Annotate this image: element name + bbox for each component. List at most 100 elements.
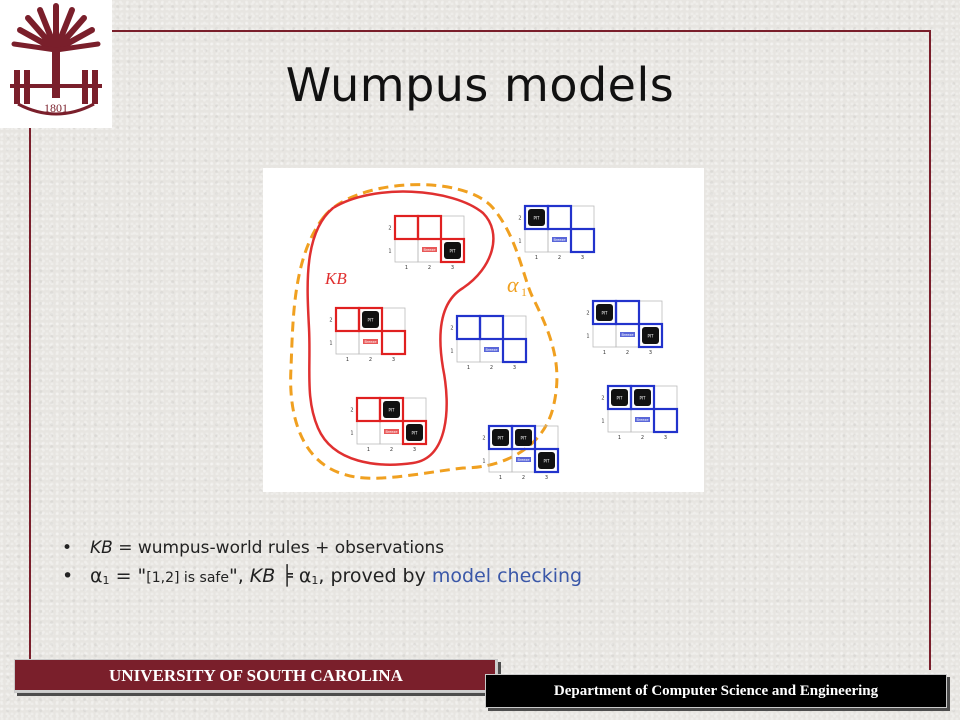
grid-cell	[356, 397, 381, 422]
col-label: 2	[626, 350, 629, 356]
pit-icon	[515, 429, 532, 446]
grid-cell	[653, 408, 678, 433]
breeze-icon	[552, 237, 567, 242]
col-label: 2	[641, 435, 644, 441]
grid-cell	[638, 300, 663, 325]
pit-icon	[634, 389, 651, 406]
breeze-label: Breeze	[423, 248, 435, 252]
grid-cell	[615, 300, 640, 325]
row-label: 1	[601, 419, 604, 425]
pit-icon	[528, 209, 545, 226]
col-label: 1	[535, 255, 538, 261]
row-label: 1	[329, 341, 332, 347]
breeze-icon	[384, 429, 399, 434]
grid-cell	[570, 228, 595, 253]
pit-label: PIT	[497, 436, 504, 441]
row-label: 2	[518, 216, 521, 222]
pit-icon	[406, 424, 423, 441]
kb-definition: = wumpus-world rules + observations	[112, 538, 445, 558]
grid-cell	[456, 338, 481, 363]
row-label: 1	[586, 334, 589, 340]
row-label: 2	[350, 408, 353, 414]
alpha1-region	[289, 183, 559, 480]
frontier-cell	[378, 396, 405, 423]
slide-title: Wumpus models	[285, 58, 675, 112]
frontier-cell	[334, 306, 361, 333]
breeze-label: Breeze	[636, 418, 648, 422]
col-label: 3	[392, 357, 395, 363]
pit-icon	[383, 401, 400, 418]
pit-label: PIT	[601, 311, 608, 316]
grid-cell	[335, 330, 360, 355]
bullet-dot: •	[62, 538, 73, 558]
alpha-symbol-2: α	[298, 565, 312, 587]
pit-label: PIT	[388, 408, 395, 413]
frontier-cell	[355, 396, 382, 423]
grid-cell	[479, 315, 504, 340]
col-label: 3	[581, 255, 584, 261]
breeze-label: Breeze	[517, 458, 529, 462]
frontier-cell	[614, 299, 641, 326]
pit-icon	[611, 389, 628, 406]
col-label: 3	[413, 447, 416, 453]
bullet-alpha1: • α1 = "[1,2] is safe", KB ╞ α1, proved …	[62, 561, 922, 596]
grid-cell	[402, 397, 427, 422]
grid-cell	[547, 205, 572, 230]
pit-label: PIT	[543, 459, 550, 464]
col-label: 1	[467, 365, 470, 371]
col-label: 3	[649, 350, 652, 356]
breeze-label: Breeze	[553, 238, 565, 242]
pit-label: PIT	[533, 216, 540, 221]
department-banner: Department of Computer Science and Engin…	[485, 674, 947, 708]
slide-frame-top	[29, 30, 931, 32]
grid-cell	[653, 385, 678, 410]
kb-region-label: KB	[324, 269, 347, 288]
grid-cell	[502, 338, 527, 363]
bullet-dot: •	[62, 565, 74, 587]
frontier-cell	[637, 322, 664, 349]
col-label: 2	[369, 357, 372, 363]
model-checking-link[interactable]: model checking	[431, 565, 583, 587]
grid-cell	[394, 215, 419, 240]
kb-term: KB	[249, 565, 276, 587]
slide-frame-left	[29, 30, 31, 660]
pit-label: PIT	[367, 318, 374, 323]
frontier-cell	[357, 306, 384, 333]
pit-label: PIT	[520, 436, 527, 441]
slide-frame-right	[929, 30, 931, 670]
grid-cell	[456, 315, 481, 340]
entails-symbol: ╞	[275, 565, 299, 587]
col-label: 2	[522, 475, 525, 481]
bullet-kb: • KB = wumpus-world rules + observations	[62, 535, 922, 561]
breeze-icon	[484, 347, 499, 352]
close-quote: ",	[228, 565, 250, 587]
university-banner: UNIVERSITY OF SOUTH CAROLINA	[14, 659, 498, 693]
grid-cell	[394, 238, 419, 263]
row-label: 2	[388, 226, 391, 232]
grid-cell	[592, 323, 617, 348]
breeze-label: Breeze	[385, 430, 397, 434]
row-label: 2	[450, 326, 453, 332]
row-label: 2	[482, 436, 485, 442]
col-label: 2	[490, 365, 493, 371]
row-label: 2	[329, 318, 332, 324]
alpha1-region-subscript: 1	[521, 285, 527, 299]
frontier-cell	[393, 214, 420, 241]
frontier-cell	[510, 424, 537, 451]
col-label: 3	[545, 475, 548, 481]
frontier-cell	[455, 314, 482, 341]
col-label: 3	[664, 435, 667, 441]
breeze-label: Breeze	[485, 348, 497, 352]
pit-label: PIT	[411, 431, 418, 436]
grid-cell	[417, 215, 442, 240]
frontier-cell	[416, 214, 443, 241]
frontier-cell	[546, 204, 573, 231]
pit-label: PIT	[449, 249, 456, 254]
